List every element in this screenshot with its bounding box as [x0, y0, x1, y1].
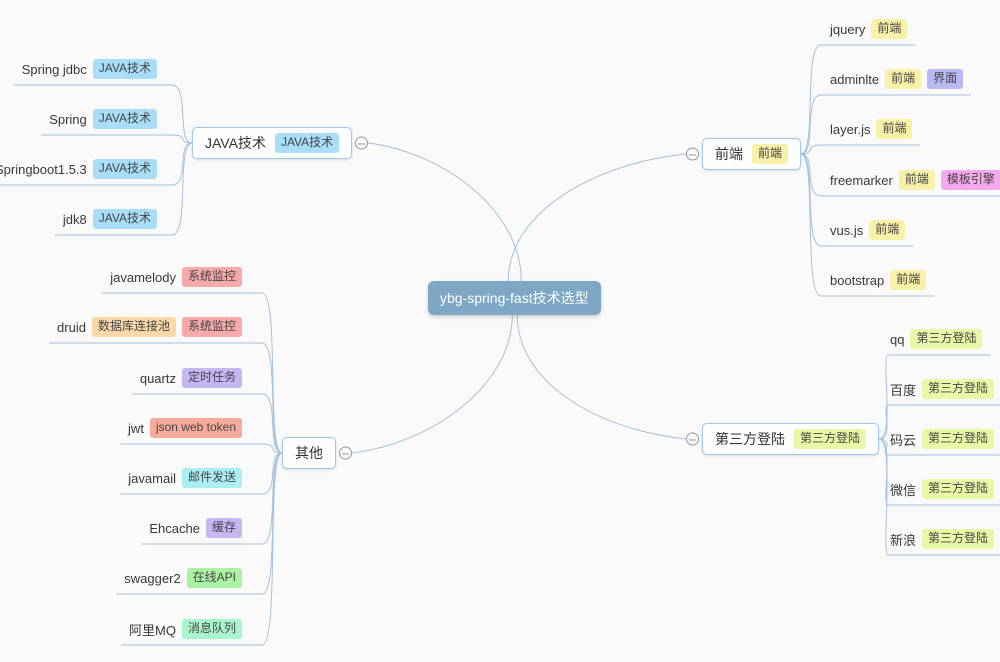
- child-label: layer.js: [830, 121, 871, 137]
- tag: JAVA技术: [274, 133, 340, 153]
- child-label: Ehcache: [149, 520, 200, 536]
- child-node[interactable]: druid 数据库连接池 系统监控: [57, 317, 242, 337]
- child-label: 微信: [890, 482, 917, 498]
- child-label: druid: [57, 319, 86, 335]
- branch-label: 其他: [295, 445, 323, 461]
- child-node[interactable]: jwt json web token: [128, 418, 242, 438]
- tag: 第三方登陆: [794, 429, 867, 449]
- tag: 前端: [871, 19, 908, 39]
- child-label: bootstrap: [830, 272, 885, 288]
- tag: JAVA技术: [92, 109, 157, 129]
- child-label: Spring jdbc: [21, 61, 87, 77]
- child-label: jwt: [128, 420, 144, 436]
- child-node[interactable]: javamelody 系统监控: [110, 267, 242, 287]
- child-node[interactable]: Ehcache 缓存: [149, 518, 242, 538]
- child-node[interactable]: Spring JAVA技术: [49, 109, 157, 129]
- tag: 前端: [876, 119, 913, 139]
- child-node[interactable]: javamail 邮件发送: [128, 468, 242, 488]
- child-label: freemarker: [830, 172, 893, 188]
- child-node[interactable]: layer.js 前端: [830, 119, 913, 139]
- tag: JAVA技术: [92, 209, 157, 229]
- tag: 前端: [869, 220, 906, 240]
- child-node[interactable]: vus.js 前端: [830, 220, 906, 240]
- tag: 第三方登陆: [922, 479, 995, 499]
- child-label: qq: [890, 331, 905, 347]
- child-node[interactable]: 码云 第三方登陆: [890, 429, 995, 449]
- child-node[interactable]: 阿里MQ 消息队列: [129, 619, 242, 639]
- branch-node-frontend[interactable]: 前端 前端: [686, 138, 802, 170]
- child-node[interactable]: quartz 定时任务: [140, 368, 242, 388]
- tag: 缓存: [205, 518, 242, 538]
- child-label: Spring: [49, 111, 87, 127]
- child-node[interactable]: bootstrap 前端: [830, 270, 927, 290]
- child-label: 新浪: [890, 532, 917, 548]
- tag: JAVA技术: [92, 159, 157, 179]
- tag: 模板引擎: [940, 170, 1000, 190]
- child-node[interactable]: 百度 第三方登陆: [890, 379, 995, 399]
- child-label: swagger2: [124, 570, 181, 586]
- tag: 在线API: [186, 568, 242, 588]
- child-label: 百度: [890, 382, 917, 398]
- branch-node-java[interactable]: JAVA技术 JAVA技术: [192, 127, 369, 159]
- child-node[interactable]: adminlte 前端 界面: [830, 69, 964, 89]
- tag: 第三方登陆: [922, 379, 995, 399]
- collapse-button[interactable]: [355, 136, 369, 150]
- child-node[interactable]: 新浪 第三方登陆: [890, 529, 995, 549]
- tag: 定时任务: [181, 368, 242, 388]
- child-label: quartz: [139, 370, 176, 386]
- tag: json web token: [149, 418, 242, 438]
- tag: 消息队列: [181, 619, 242, 639]
- branch-node-thirdparty[interactable]: 第三方登陆 第三方登陆: [686, 423, 880, 455]
- branch-node-other[interactable]: 其他: [282, 437, 352, 469]
- child-node[interactable]: Spring jdbc JAVA技术: [22, 59, 157, 79]
- collapse-button[interactable]: [686, 432, 699, 446]
- tag: 前端: [752, 144, 789, 164]
- child-node[interactable]: jquery 前端: [830, 19, 908, 39]
- tag: 第三方登陆: [910, 329, 983, 349]
- child-label: javamelody: [110, 269, 176, 285]
- tag: 系统监控: [181, 317, 242, 337]
- tag: 前端: [890, 270, 927, 290]
- branch-label: JAVA技术: [205, 135, 266, 151]
- child-label: jdk8: [62, 211, 87, 227]
- child-node[interactable]: 微信 第三方登陆: [890, 479, 995, 499]
- root-node[interactable]: ybg-spring-fast技术选型: [428, 281, 601, 315]
- tag: 前端: [898, 170, 935, 190]
- collapse-button[interactable]: [339, 446, 352, 460]
- child-label: adminlte: [830, 71, 880, 87]
- tag: JAVA技术: [92, 59, 157, 79]
- child-node[interactable]: swagger2 在线API: [124, 568, 242, 588]
- tag: 界面: [927, 69, 964, 89]
- branch-label: 前端: [715, 146, 743, 162]
- branch-label: 第三方登陆: [715, 431, 785, 447]
- tag: 第三方登陆: [922, 529, 995, 549]
- child-label: jquery: [830, 21, 866, 37]
- child-node[interactable]: qq 第三方登陆: [890, 329, 983, 349]
- tag: 前端: [885, 69, 922, 89]
- collapse-button[interactable]: [686, 147, 699, 161]
- child-node[interactable]: freemarker 前端 模板引擎: [830, 170, 1000, 190]
- child-label: 阿里MQ: [129, 622, 176, 638]
- child-label: javamail: [128, 470, 176, 486]
- tag: 数据库连接池: [91, 317, 176, 337]
- tag: 系统监控: [181, 267, 242, 287]
- child-node[interactable]: jdk8 JAVA技术: [63, 209, 157, 229]
- tag: 邮件发送: [181, 468, 242, 488]
- child-node[interactable]: Springboot1.5.3 JAVA技术: [0, 159, 157, 179]
- child-label: Springboot1.5.3: [0, 161, 87, 177]
- child-label: 码云: [890, 432, 917, 448]
- child-label: vus.js: [830, 222, 864, 238]
- tag: 第三方登陆: [922, 429, 995, 449]
